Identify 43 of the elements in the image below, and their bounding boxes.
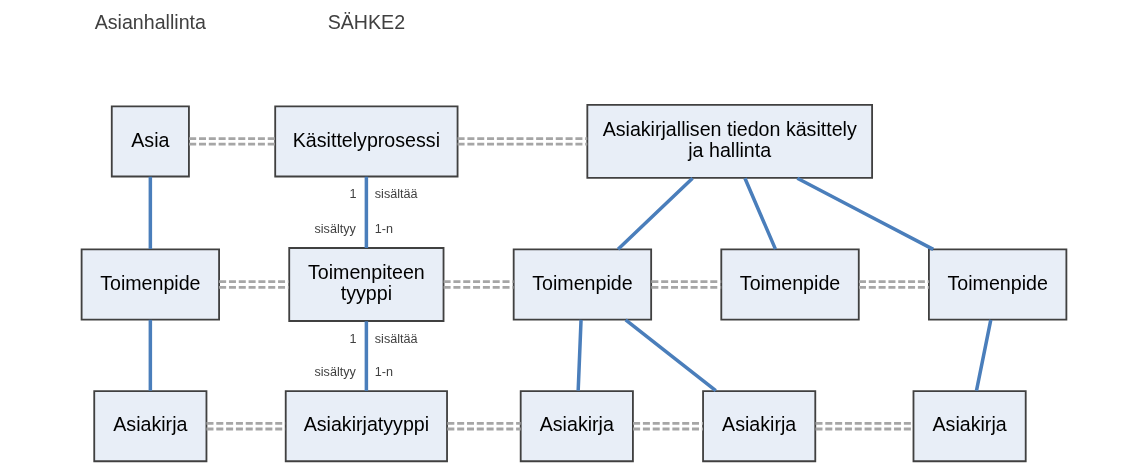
node-box: Toimenpide	[719, 248, 860, 321]
label: SÄHKE2	[327, 11, 405, 34]
label: 1	[349, 187, 357, 202]
label: sisältää	[374, 187, 418, 202]
connector	[457, 137, 587, 146]
connector	[446, 421, 521, 431]
node-box: Asiakirjallisen tiedon käsittely ja hallinta	[585, 104, 873, 179]
label: 1	[349, 331, 357, 346]
connector	[188, 137, 275, 146]
connector	[575, 319, 583, 391]
label: sisältyy	[313, 364, 356, 379]
node-box: Asiakirjatyyppi	[284, 390, 448, 463]
label: Asianhallinta	[94, 11, 206, 34]
node-box: Toimenpide	[80, 248, 220, 321]
connector	[796, 176, 934, 251]
label: 1-n	[374, 364, 393, 379]
node-box: Käsittelyprosessi	[273, 105, 458, 178]
connector	[443, 280, 514, 289]
label: sisältää	[374, 331, 418, 346]
node-box: Asiakirja	[519, 390, 634, 463]
node-box: Asiakirja	[701, 390, 816, 463]
connector	[974, 319, 992, 391]
connector	[624, 318, 717, 393]
node-box: Toimenpide	[512, 248, 652, 321]
connector	[218, 280, 289, 289]
connector	[364, 321, 368, 391]
node-box: Toimenpide	[927, 248, 1067, 321]
node-box: Asiakirja	[912, 390, 1027, 463]
connector	[205, 421, 285, 431]
connector	[742, 177, 777, 250]
connector	[650, 280, 721, 289]
node-box: Asia	[110, 105, 190, 178]
label: 1-n	[374, 221, 393, 236]
connector	[148, 319, 152, 391]
connector	[815, 421, 913, 431]
connector	[364, 176, 368, 248]
connector	[148, 176, 152, 249]
connector	[858, 280, 929, 289]
node-box: Toimenpiteen tyyppi	[287, 247, 444, 322]
label: sisältyy	[313, 221, 356, 236]
connector	[632, 421, 703, 431]
connector	[616, 176, 694, 251]
node-box: Asiakirja	[92, 390, 207, 463]
